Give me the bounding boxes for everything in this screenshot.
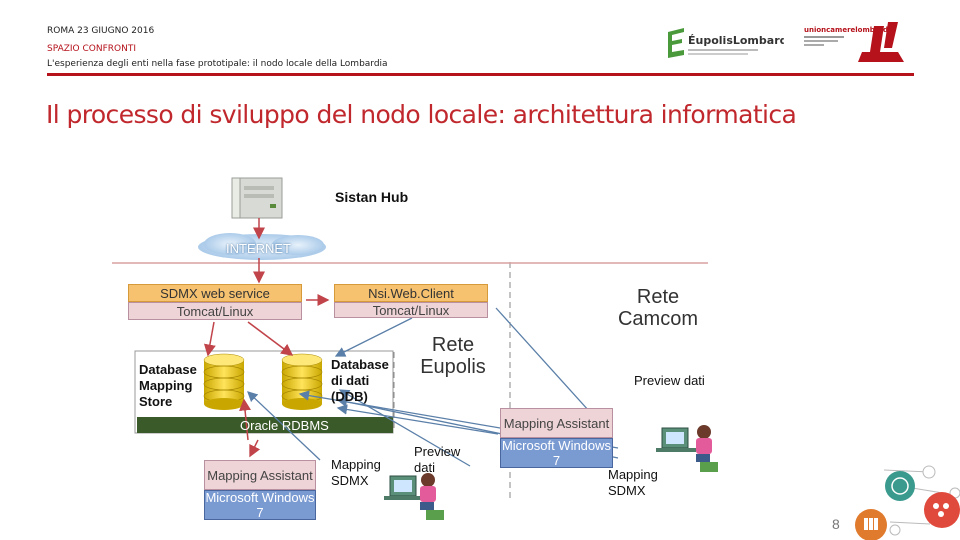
db-dati-line3: (DDB) [331,389,368,404]
windows7-box: Microsoft Windows 7 [500,438,613,468]
rete-eupolis-line2: Eupolis [420,356,486,378]
eupolis-logo: ÉupolisLombardia [664,24,799,64]
unioncamere-logo-text: unioncamerelombardia [804,26,895,34]
preview-dati-right-label: Preview dati [634,373,705,388]
mapping-sdmx-line2: SDMX [331,473,369,488]
db-mapping-line2: Mapping [139,378,193,393]
tomcat-linux-box: Tomcat/Linux [128,302,302,320]
mapping-sdmx-line1: Mapping [331,457,381,472]
db-dati-line1: Database [331,357,389,372]
database-mapping-store-label: Database Mapping Store [139,362,197,410]
event-section: SPAZIO CONFRONTI [47,44,136,54]
event-date: ROMA 23 GIUGNO 2016 [47,26,155,36]
nsi-web-client-box: Nsi.Web.Client [334,284,488,302]
mapping-sdmx-label: Mapping SDMX [331,457,381,489]
rete-camcom-line1: Rete [636,286,680,308]
windows7-box-2: Microsoft Windows 7 [204,490,316,520]
mapping-sdmx-right-line2: SDMX [608,483,646,498]
db-dati-line2: di dati [331,373,370,388]
cloud-icon [198,233,326,260]
page-title: Il processo di sviluppo del nodo locale:… [46,100,797,129]
mapping-assistant-box-2: Mapping Assistant [204,460,316,490]
sistan-hub-label: Sistan Hub [335,189,409,205]
preview-dati-line1: Preview [414,444,461,459]
eupolis-logo-text: ÉupolisLombardia [688,34,784,47]
mapping-sdmx-right-line1: Mapping [608,467,658,482]
mapping-assistant-box: Mapping Assistant [500,408,613,438]
preview-dati-line2: dati [414,460,435,475]
user-workstation-icon [656,425,718,472]
database-cylinder-icon [203,353,245,410]
network-graphic-icon [855,465,960,540]
db-mapping-line1: Database [139,362,197,377]
database-dati-label: Database di dati (DDB) [331,357,389,405]
oracle-rdbms-label: Oracle RDBMS [240,418,329,433]
tomcat-linux-box-2: Tomcat/Linux [334,302,488,318]
rete-eupolis-label: Rete Eupolis [408,334,498,378]
user-workstation-icon [384,473,444,520]
event-subtitle: L'esperienza degli enti nella fase proto… [47,59,388,69]
server-icon [231,177,283,219]
db-mapping-line3: Store [139,394,173,409]
database-cylinder-icon [281,353,323,410]
rete-camcom-line2: Camcom [617,308,698,330]
mapping-sdmx-right-label: Mapping SDMX [608,467,658,499]
internet-label: INTERNET [226,241,291,256]
page-number: 8 [832,516,840,532]
rete-eupolis-line1: Rete [431,334,475,356]
unioncamere-logo: unioncamerelombardia [800,18,910,66]
preview-dati-label: Preview dati [414,444,460,476]
header-rule [47,73,914,76]
rete-camcom-label: Rete Camcom [604,286,712,330]
sdmx-web-service-box: SDMX web service [128,284,302,302]
